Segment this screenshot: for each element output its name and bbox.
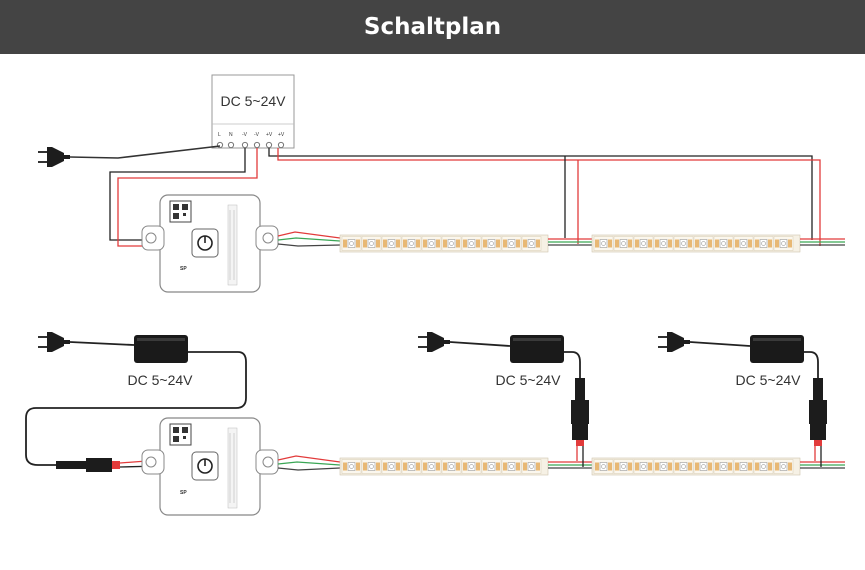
terminal-label-n: N — [229, 132, 233, 138]
mains-plug-bottom-2 — [418, 332, 450, 352]
diagram-svg: DC 5~24V L N -V -V +V +V — [25, 74, 845, 516]
dc-jack-1 — [56, 458, 120, 472]
adapter-cable-1 — [25, 351, 247, 466]
adapter-label-3: DC 5~24V — [736, 372, 802, 388]
led-strip-top-2 — [591, 234, 801, 253]
dc-jack-wires-2 — [576, 446, 584, 467]
mains-plug-top — [38, 147, 70, 167]
wiring-diagram: DC 5~24V L N -V -V +V +V — [0, 54, 865, 570]
strip-end-wires-top — [800, 238, 845, 246]
top-wiring — [109, 148, 821, 247]
led-controller-top: SP — [141, 194, 279, 293]
power-supply-label: DC 5~24V — [221, 93, 287, 109]
terminal-label-v1: -V — [242, 132, 248, 138]
power-adapter-1 — [134, 335, 188, 363]
dc-jack-wires-3 — [814, 446, 822, 467]
controller-output-wires-top — [277, 231, 341, 247]
page-header: Schaltplan — [0, 0, 865, 54]
page-title: Schaltplan — [363, 14, 502, 40]
strip-link-wires-top — [548, 238, 592, 246]
controller-output-wires-bottom — [277, 455, 341, 471]
led-strip-bottom-2 — [591, 457, 801, 476]
adapter-label-1: DC 5~24V — [128, 372, 194, 388]
led-controller-bottom: SP — [141, 417, 279, 516]
strip-link-wires-bottom — [548, 461, 592, 469]
led-strip-bottom-1 — [339, 457, 549, 476]
terminal-label-v3: +V — [266, 132, 273, 138]
mains-cable-top — [69, 145, 221, 159]
dc-jack-3 — [809, 378, 827, 446]
terminal-label-v2: -V — [254, 132, 260, 138]
terminal-block: L N -V -V +V +V — [216, 132, 285, 149]
terminal-label-v4: +V — [278, 132, 285, 138]
power-adapter-2 — [510, 335, 564, 363]
adapter-label-2: DC 5~24V — [496, 372, 562, 388]
controller-brand-top: SP — [180, 266, 187, 272]
mains-plug-bottom-3 — [658, 332, 690, 352]
power-adapter-3 — [750, 335, 804, 363]
power-supply-unit: DC 5~24V L N -V -V +V +V — [211, 74, 295, 149]
led-strip-top-1 — [339, 234, 549, 253]
controller-brand-bottom: SP — [180, 490, 187, 496]
terminal-label-l: L — [218, 132, 221, 138]
dc-jack-2 — [571, 378, 589, 446]
strip-end-wires-bottom — [800, 461, 845, 469]
mains-plug-bottom-1 — [38, 332, 70, 352]
